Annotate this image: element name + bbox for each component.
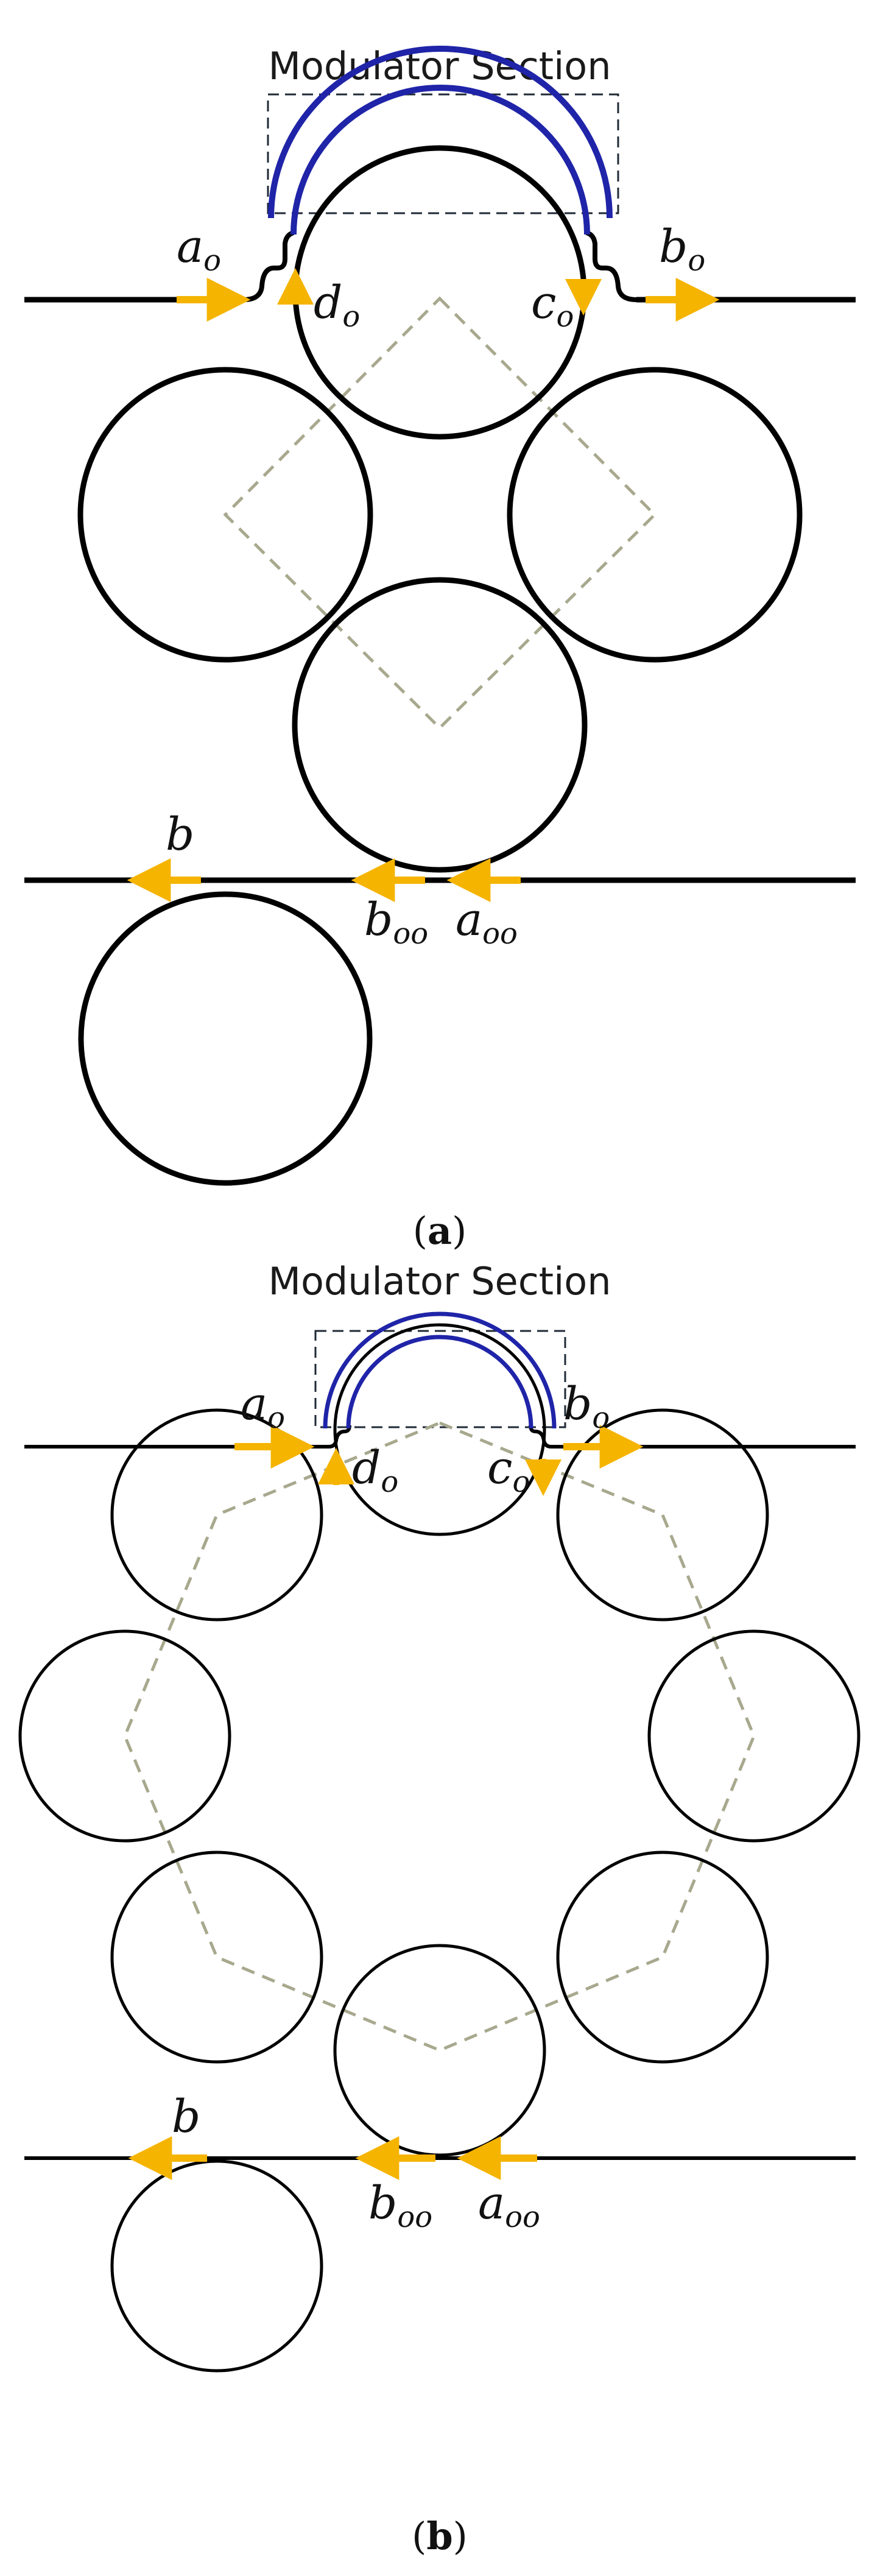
panel-b-caption: (b) — [412, 2514, 468, 2558]
panel-a-ring-drop — [78, 891, 373, 1186]
panel-b-modulator-arc-inner — [346, 1335, 533, 1429]
panel-a-coupler-left — [243, 230, 295, 302]
panel-a-label-aoo: aoo — [456, 894, 518, 951]
panel-a-modulator-arc-inner — [290, 85, 590, 235]
panel-b-coupler-left — [328, 1425, 351, 1449]
panel-a-label-c0: co — [531, 277, 574, 334]
panel-b-label-c0: co — [487, 1442, 530, 1499]
panel-b-ring-upper-right — [556, 1408, 769, 1621]
panel-b: Modulator Section — [18, 1259, 861, 2558]
panel-b-label-boo: boo — [368, 2177, 432, 2234]
panel-b-ring-right — [647, 1629, 861, 1843]
panel-b-coupler-right — [529, 1425, 552, 1449]
panel-b-ring-drop — [110, 2159, 323, 2373]
panel-b-ring-modulator — [333, 1323, 546, 1536]
panel-a-ring-right — [507, 367, 803, 663]
panel-a-polygon — [223, 296, 657, 730]
panel-b-modulator-arc-outer — [323, 1311, 557, 1429]
panel-b-polygon — [123, 1421, 756, 2052]
panel-b-modulator-box — [314, 1330, 566, 1428]
panel-a-modulator-arc-outer — [268, 46, 613, 219]
panel-a-label-d0: do — [314, 277, 360, 334]
panel-b-ring-bottom — [333, 1944, 546, 2157]
panel-a-label-b0: bo — [659, 221, 705, 278]
panel-a-ring-left — [77, 367, 373, 663]
panel-b-title: Modulator Section — [268, 1259, 611, 1304]
panel-b-label-aoo: aoo — [478, 2177, 540, 2234]
panel-b-ring-lower-right — [556, 1851, 769, 2064]
panel-b-ring-left — [18, 1629, 231, 1843]
panel-a: Modulator Section ao — [24, 44, 856, 1253]
panel-a-label-b: b — [166, 808, 194, 861]
panel-a-label-a0: ao — [177, 221, 221, 278]
panel-b-ring-lower-left — [110, 1851, 323, 2064]
panel-a-modulator-box — [267, 93, 619, 214]
panel-b-ring-upper-left — [110, 1408, 323, 1621]
panel-b-label-b0: bo — [563, 1378, 610, 1435]
panel-b-label-b: b — [172, 2091, 200, 2143]
panel-a-ring-bottom — [292, 577, 588, 873]
panel-b-label-a0: ao — [241, 1378, 285, 1435]
panel-a-label-boo: boo — [364, 894, 428, 951]
panel-a-coupler-right — [585, 230, 637, 302]
panel-a-caption: (a) — [413, 1209, 467, 1253]
panel-b-label-d0: do — [352, 1442, 398, 1499]
